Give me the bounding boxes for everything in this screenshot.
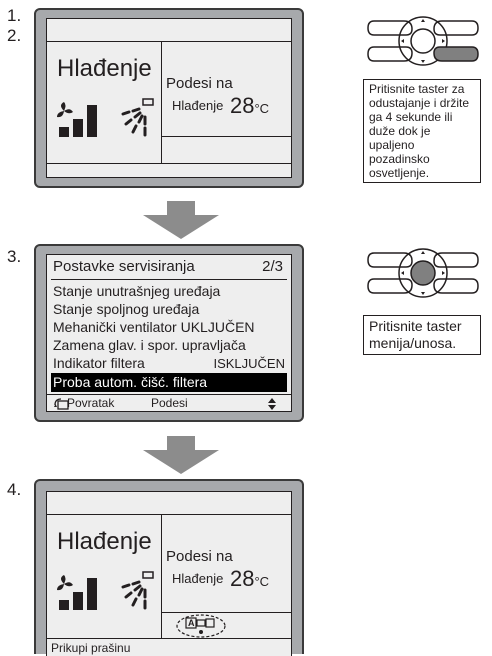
menu-item[interactable]: Mehanički ventilator UKLJUČEN [53, 319, 255, 335]
menu-item[interactable]: Stanje unutrašnjeg uređaja [53, 283, 221, 299]
button-diagram-2 [366, 245, 480, 301]
operation-mode-label: Hlađenje [57, 55, 152, 82]
step-number-3: 3. [7, 247, 22, 266]
air-direction-icon [111, 570, 159, 610]
menu-item[interactable]: Stanje spoljnog uređaja [53, 301, 200, 317]
lcd-screen-1: Hlađenje [46, 18, 292, 178]
instruction-note-1: Pritisnite taster za odustajanje i držit… [363, 79, 481, 183]
down-arrow-2 [143, 436, 219, 479]
status-text: Prikupi prašinu [51, 641, 131, 655]
fan-speed-icon [55, 99, 111, 137]
lcd-screen-4: Hlađenje [46, 491, 292, 656]
set-temperature: 28°C [230, 566, 270, 591]
controller-panel-4: Hlađenje [34, 479, 304, 656]
set-to-label: Podesi na [166, 548, 233, 565]
down-arrow-1 [143, 201, 219, 244]
filter-icon-letter: A [188, 618, 195, 628]
menu-item-selected[interactable]: Proba autom. čišć. filtera [51, 373, 287, 392]
menu-title-row: Postavke servisiranja 2/3 [53, 257, 285, 276]
set-temperature: 28°C [230, 93, 270, 118]
controller-panel-1: Hlađenje [34, 8, 304, 188]
controller-panel-3: Postavke servisiranja 2/3 Stanje unutraš… [34, 244, 304, 422]
fan-speed-icon [55, 572, 111, 610]
return-icon [53, 397, 69, 410]
button-diagram-1 [366, 13, 480, 69]
menu-title: Postavke servisiranja [53, 258, 195, 275]
up-down-arrows-icon [267, 397, 277, 410]
filter-cleaning-icon: A [175, 613, 227, 639]
instruction-note-2: Pritisnite taster menija/unosa. [363, 315, 481, 355]
set-mode-label: Hlađenje [172, 571, 224, 586]
set-label[interactable]: Podesi [151, 396, 188, 410]
set-mode-label: Hlađenje [172, 98, 224, 113]
lcd-screen-3: Postavke servisiranja 2/3 Stanje unutraš… [46, 254, 292, 412]
back-label[interactable]: Povratak [67, 396, 115, 410]
step-number-4: 4. [7, 480, 22, 499]
filter-indicator-value: ISKLJUČEN [213, 356, 285, 371]
filter-indicator-label: Indikator filtera [53, 355, 145, 371]
menu-item[interactable]: Zamena glav. i spor. upravljača [53, 337, 246, 353]
step-number-2: 2. [7, 26, 22, 45]
set-to-label: Podesi na [166, 75, 233, 92]
menu-item-filter-indicator[interactable]: Indikator filtera ISKLJUČEN [53, 354, 285, 373]
menu-page-indicator: 2/3 [262, 258, 283, 275]
step-number-1: 1. [7, 6, 22, 25]
air-direction-icon [111, 97, 159, 137]
operation-mode-label: Hlađenje [57, 528, 152, 555]
